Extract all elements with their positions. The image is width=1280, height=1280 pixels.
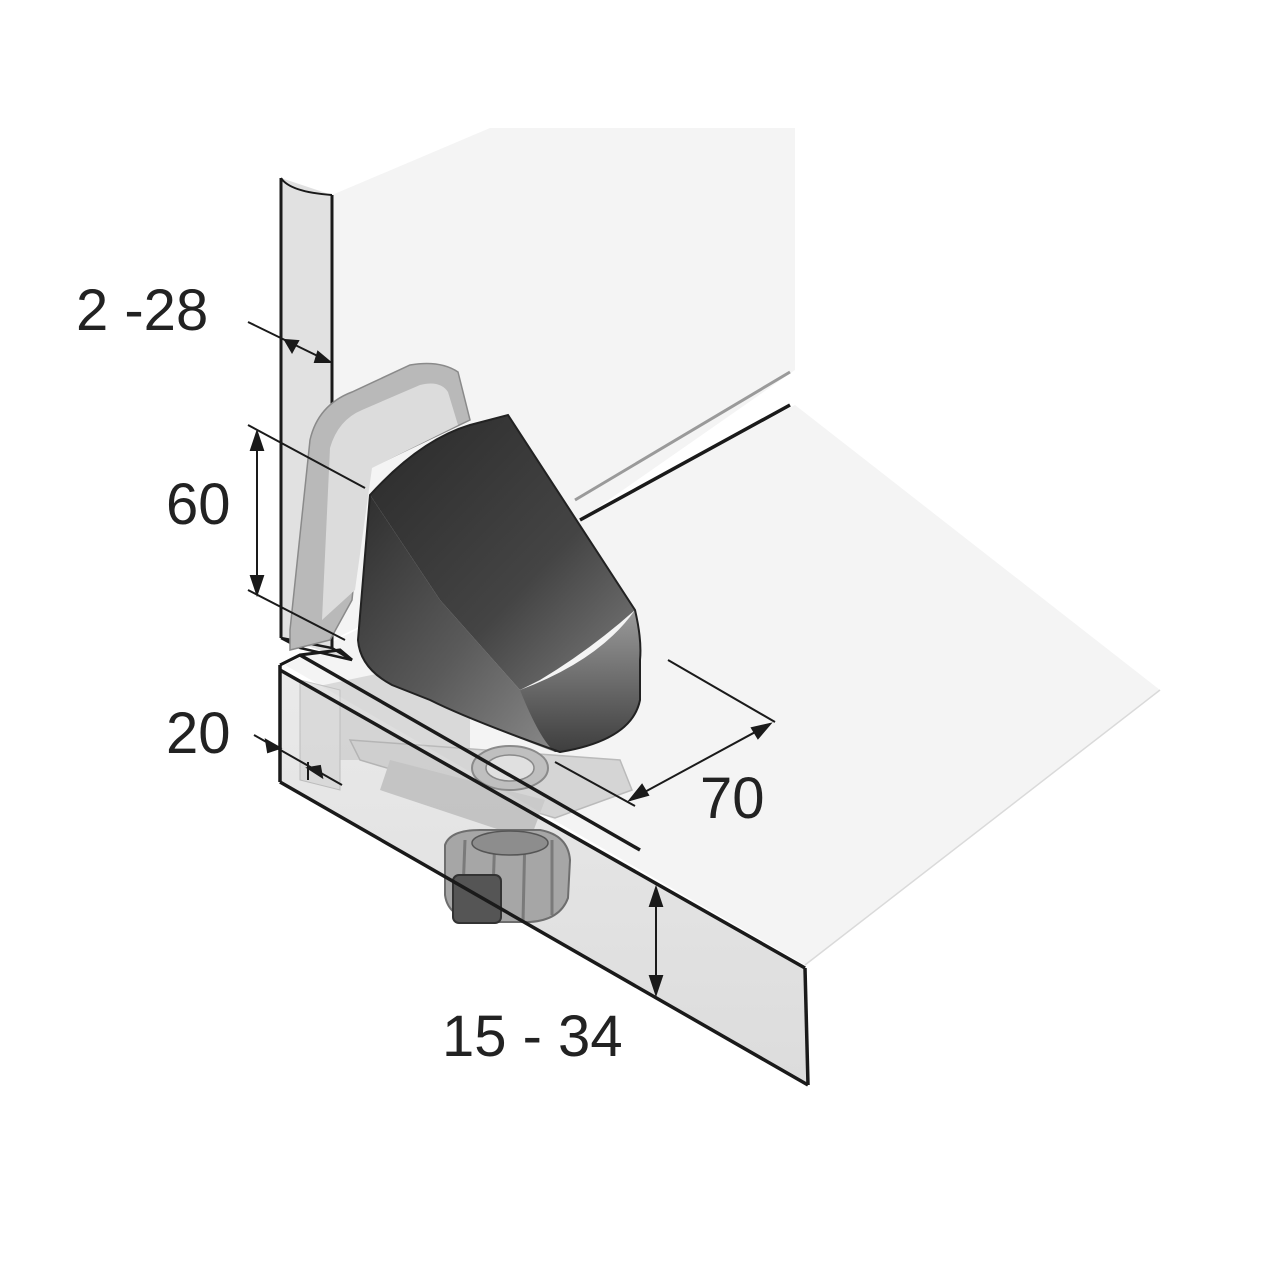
base-board-top [285,405,1160,965]
clamp-nose [520,610,641,752]
knob-collar [471,830,549,856]
adjustment-knob [444,829,572,924]
clamp-back-plate-inner [322,383,458,620]
clamp-top-face [370,415,635,690]
dim-board-thickness [648,884,664,998]
board-right-edge [803,967,810,1086]
label-board-thickness: 15 - 34 [442,1004,623,1069]
back-rail-line-lower [579,403,791,522]
bearing-washer-inner [485,754,535,782]
clamp-outline [356,413,642,754]
dim-height [247,424,366,641]
board-top-left-notch [279,648,353,667]
dim-depth [554,659,776,807]
board-back-edge [804,689,1161,966]
label-height: 60 [166,472,231,537]
knob-stem [452,874,502,924]
label-glass-thickness: 2 -28 [76,278,209,343]
ghost-slide-rail-inner [380,760,545,840]
board-bottom-edge [279,780,809,1087]
clamp-main-body [356,413,642,754]
label-edge-distance: 20 [166,701,231,766]
ghost-post-left [299,679,341,791]
dim-edge-distance [253,734,343,786]
label-depth: 70 [700,766,765,831]
glass-top-curve [280,177,333,196]
glass-door-panel [281,178,352,660]
clamp-front-face [358,495,560,752]
board-front-top-edge [279,668,806,970]
dim-glass-thickness [247,321,333,363]
board-front-top-edge-2 [299,653,641,852]
back-rail-line-upper [574,370,791,502]
